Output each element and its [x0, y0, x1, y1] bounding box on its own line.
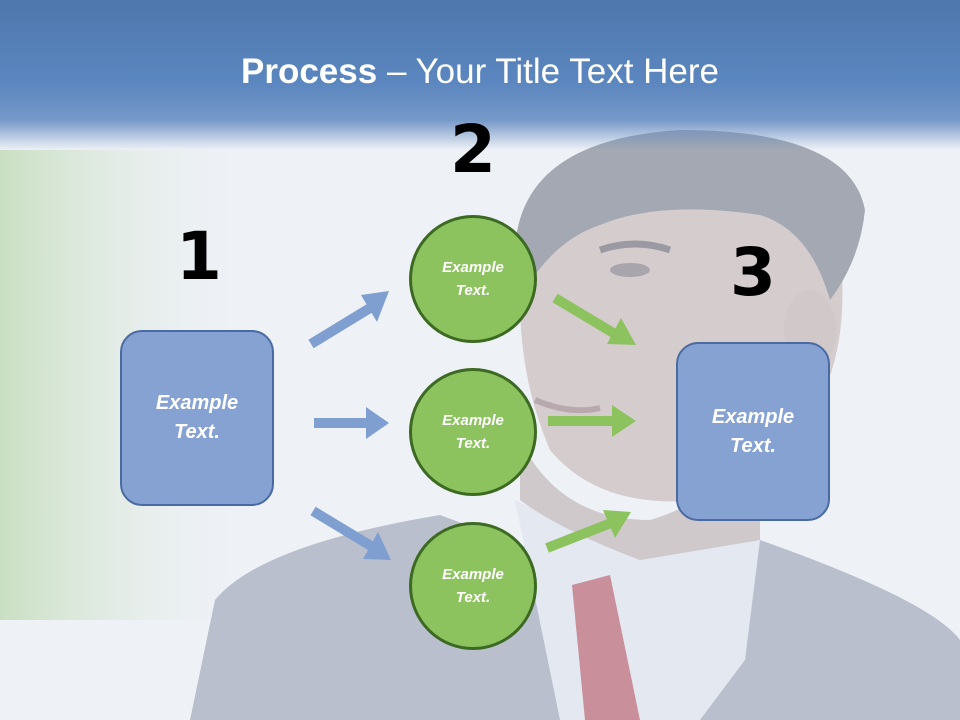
- title-bar: [0, 0, 960, 150]
- step3-text: Example Text.: [711, 405, 795, 457]
- title-bold: Process: [241, 52, 378, 91]
- blue-arrow-right: [314, 407, 389, 439]
- circle-middle-text: Example Text.: [442, 412, 504, 452]
- step2-circle-middle: Example Text.: [409, 368, 537, 496]
- step-number-1: 1: [176, 218, 222, 295]
- circle-top-text: Example Text.: [442, 259, 504, 299]
- green-arrow-right: [548, 405, 636, 437]
- step2-circle-top: Example Text.: [409, 215, 537, 343]
- blue-arrow-up: [308, 291, 389, 349]
- step2-circle-bottom: Example Text.: [409, 522, 537, 650]
- blue-arrow-down: [310, 506, 391, 560]
- step1-box: Example Text.: [120, 330, 274, 506]
- step-number-3: 3: [730, 234, 776, 311]
- green-arrow-up: [545, 510, 631, 553]
- green-arrow-down: [552, 293, 636, 345]
- circle-bottom-text: Example Text.: [442, 566, 504, 606]
- title-rest: – Your Title Text Here: [377, 52, 719, 91]
- step1-text: Example Text.: [155, 392, 239, 443]
- slide-title: Process – Your Title Text Here: [0, 52, 960, 92]
- step-number-2: 2: [450, 111, 496, 188]
- step3-box: Example Text.: [676, 342, 830, 521]
